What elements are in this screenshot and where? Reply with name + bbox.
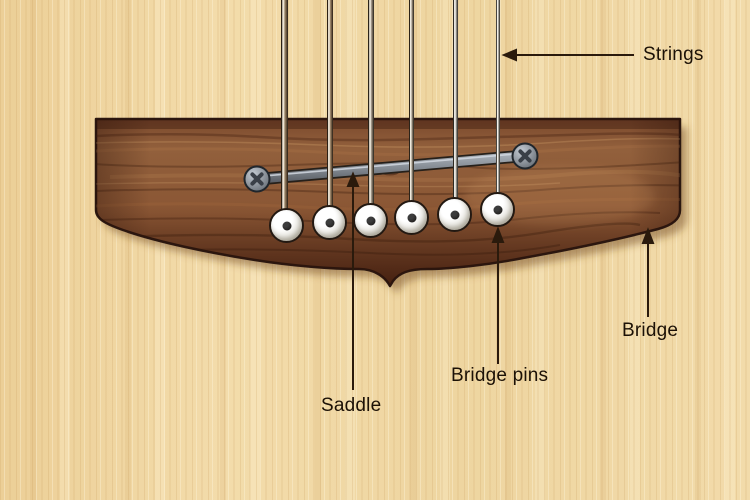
bridge-pin-6	[480, 192, 515, 227]
bridge-pin-1-dot	[282, 221, 291, 230]
bridge-pin-3	[353, 203, 388, 238]
bridge-pin-5-dot	[450, 210, 459, 219]
string-5	[453, 0, 458, 215]
string-6	[496, 0, 500, 210]
string-3	[368, 0, 374, 221]
bridge-pin-3-dot	[366, 216, 375, 225]
string-1	[281, 0, 288, 226]
saddle-screw-left	[243, 165, 271, 193]
saddle	[253, 149, 529, 186]
string-2	[327, 0, 333, 223]
saddle-screw-right	[511, 142, 539, 170]
label-bridge: Bridge	[622, 320, 679, 341]
bridge-shape	[94, 117, 682, 288]
bridge-pin-6-dot	[493, 205, 502, 214]
bridge-pin-4-dot	[407, 213, 416, 222]
string-4	[409, 0, 414, 218]
bridge-pin-4	[394, 200, 429, 235]
bridge-pin-2-dot	[325, 218, 334, 227]
label-bridge-pins: Bridge pins	[451, 365, 549, 386]
label-strings: Strings	[643, 44, 704, 65]
bridge-pin-1	[269, 208, 304, 243]
bridge-pin-2	[312, 205, 347, 240]
bridge-pin-5	[437, 197, 472, 232]
label-saddle: Saddle	[321, 395, 382, 416]
